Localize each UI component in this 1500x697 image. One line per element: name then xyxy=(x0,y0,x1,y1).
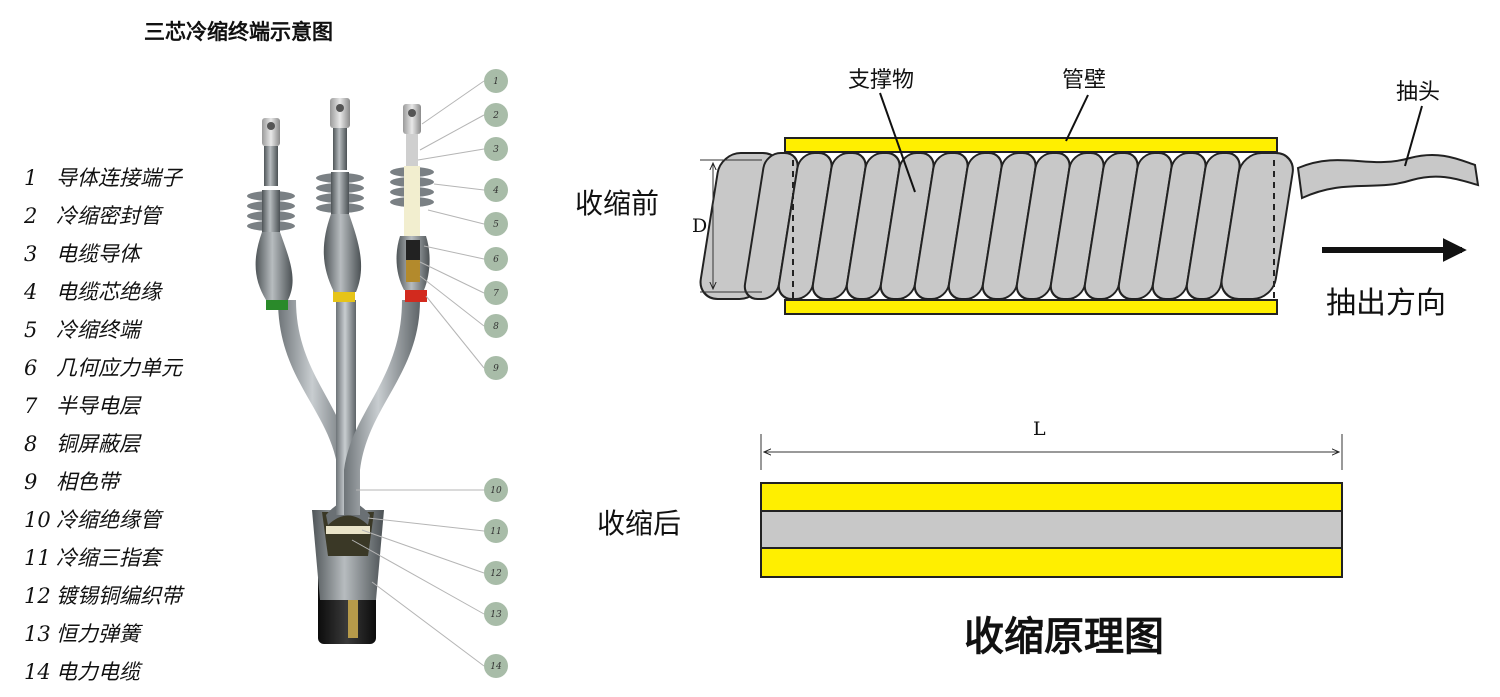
callout-marker xyxy=(484,314,508,338)
callout-number: 5 xyxy=(493,220,499,230)
spring-support xyxy=(699,152,1294,300)
shrunk-core xyxy=(760,510,1343,549)
cable-branch-right xyxy=(344,300,420,515)
callout-numbers: 1 2 3 4 5 6 7 8 9 10 11 12 13 14 xyxy=(490,77,502,672)
callout-number: 14 xyxy=(490,662,502,672)
callout-number: 7 xyxy=(493,289,499,299)
callout-number: 8 xyxy=(493,322,499,332)
termination-left xyxy=(247,118,295,300)
tube-wall-bottom xyxy=(784,299,1278,315)
pull-tail xyxy=(1296,154,1480,200)
leader-lines xyxy=(351,80,485,667)
callout-marker xyxy=(484,654,508,678)
support-leader xyxy=(879,92,916,193)
callout-number: 10 xyxy=(490,486,502,496)
callout-marker xyxy=(484,69,508,93)
shrunk-tube-top xyxy=(760,482,1343,512)
left-diagram-title: 三芯冷缩终端示意图 xyxy=(144,20,333,44)
callout-marker xyxy=(484,281,508,305)
callout-marker xyxy=(484,137,508,161)
phase-band-yellow xyxy=(333,290,355,302)
callout-markers xyxy=(484,69,508,678)
termination-right-cutaway xyxy=(390,104,434,290)
termination-middle xyxy=(316,98,364,292)
spring-band xyxy=(326,526,370,534)
shrunk-tube-bottom xyxy=(760,547,1343,578)
phase-band-green xyxy=(266,298,288,310)
callout-number: 4 xyxy=(492,186,499,196)
dim-d-label: D xyxy=(692,215,708,237)
label-support: 支撑物 xyxy=(848,68,915,93)
cable-branch-left xyxy=(278,300,354,515)
tail-leader xyxy=(1404,105,1423,167)
label-tail: 抽头 xyxy=(1396,80,1441,105)
callout-marker xyxy=(484,212,508,236)
callout-number: 2 xyxy=(492,111,499,121)
wall-leader xyxy=(1065,94,1089,142)
label-tube-wall: 管壁 xyxy=(1062,68,1107,93)
callout-marker xyxy=(484,478,508,502)
label-pull-direction: 抽出方向 xyxy=(1326,286,1446,321)
callout-marker xyxy=(484,247,508,271)
callout-marker xyxy=(484,356,508,380)
callout-number: 3 xyxy=(493,145,499,155)
shrink-principle-diagram xyxy=(699,92,1480,578)
callout-number: 6 xyxy=(493,255,499,265)
callout-number: 1 xyxy=(493,77,499,87)
callout-number: 12 xyxy=(490,569,502,579)
label-before-shrink: 收缩前 xyxy=(575,187,660,220)
callout-marker xyxy=(484,103,508,127)
dim-l-label: L xyxy=(1033,418,1046,440)
termination-illustration: 1 2 3 4 5 6 7 8 9 10 11 12 13 14 xyxy=(247,69,508,678)
principle-title: 收缩原理图 xyxy=(964,614,1164,660)
callout-number: 13 xyxy=(490,610,502,620)
tube-wall-top xyxy=(784,137,1278,153)
callout-marker xyxy=(484,178,508,202)
callout-number: 9 xyxy=(493,364,499,374)
phase-band-red xyxy=(405,290,427,302)
callout-marker xyxy=(484,602,508,626)
callout-marker xyxy=(484,561,508,585)
label-after-shrink: 收缩后 xyxy=(597,507,682,540)
callout-number: 11 xyxy=(490,527,501,537)
callout-marker xyxy=(484,519,508,543)
